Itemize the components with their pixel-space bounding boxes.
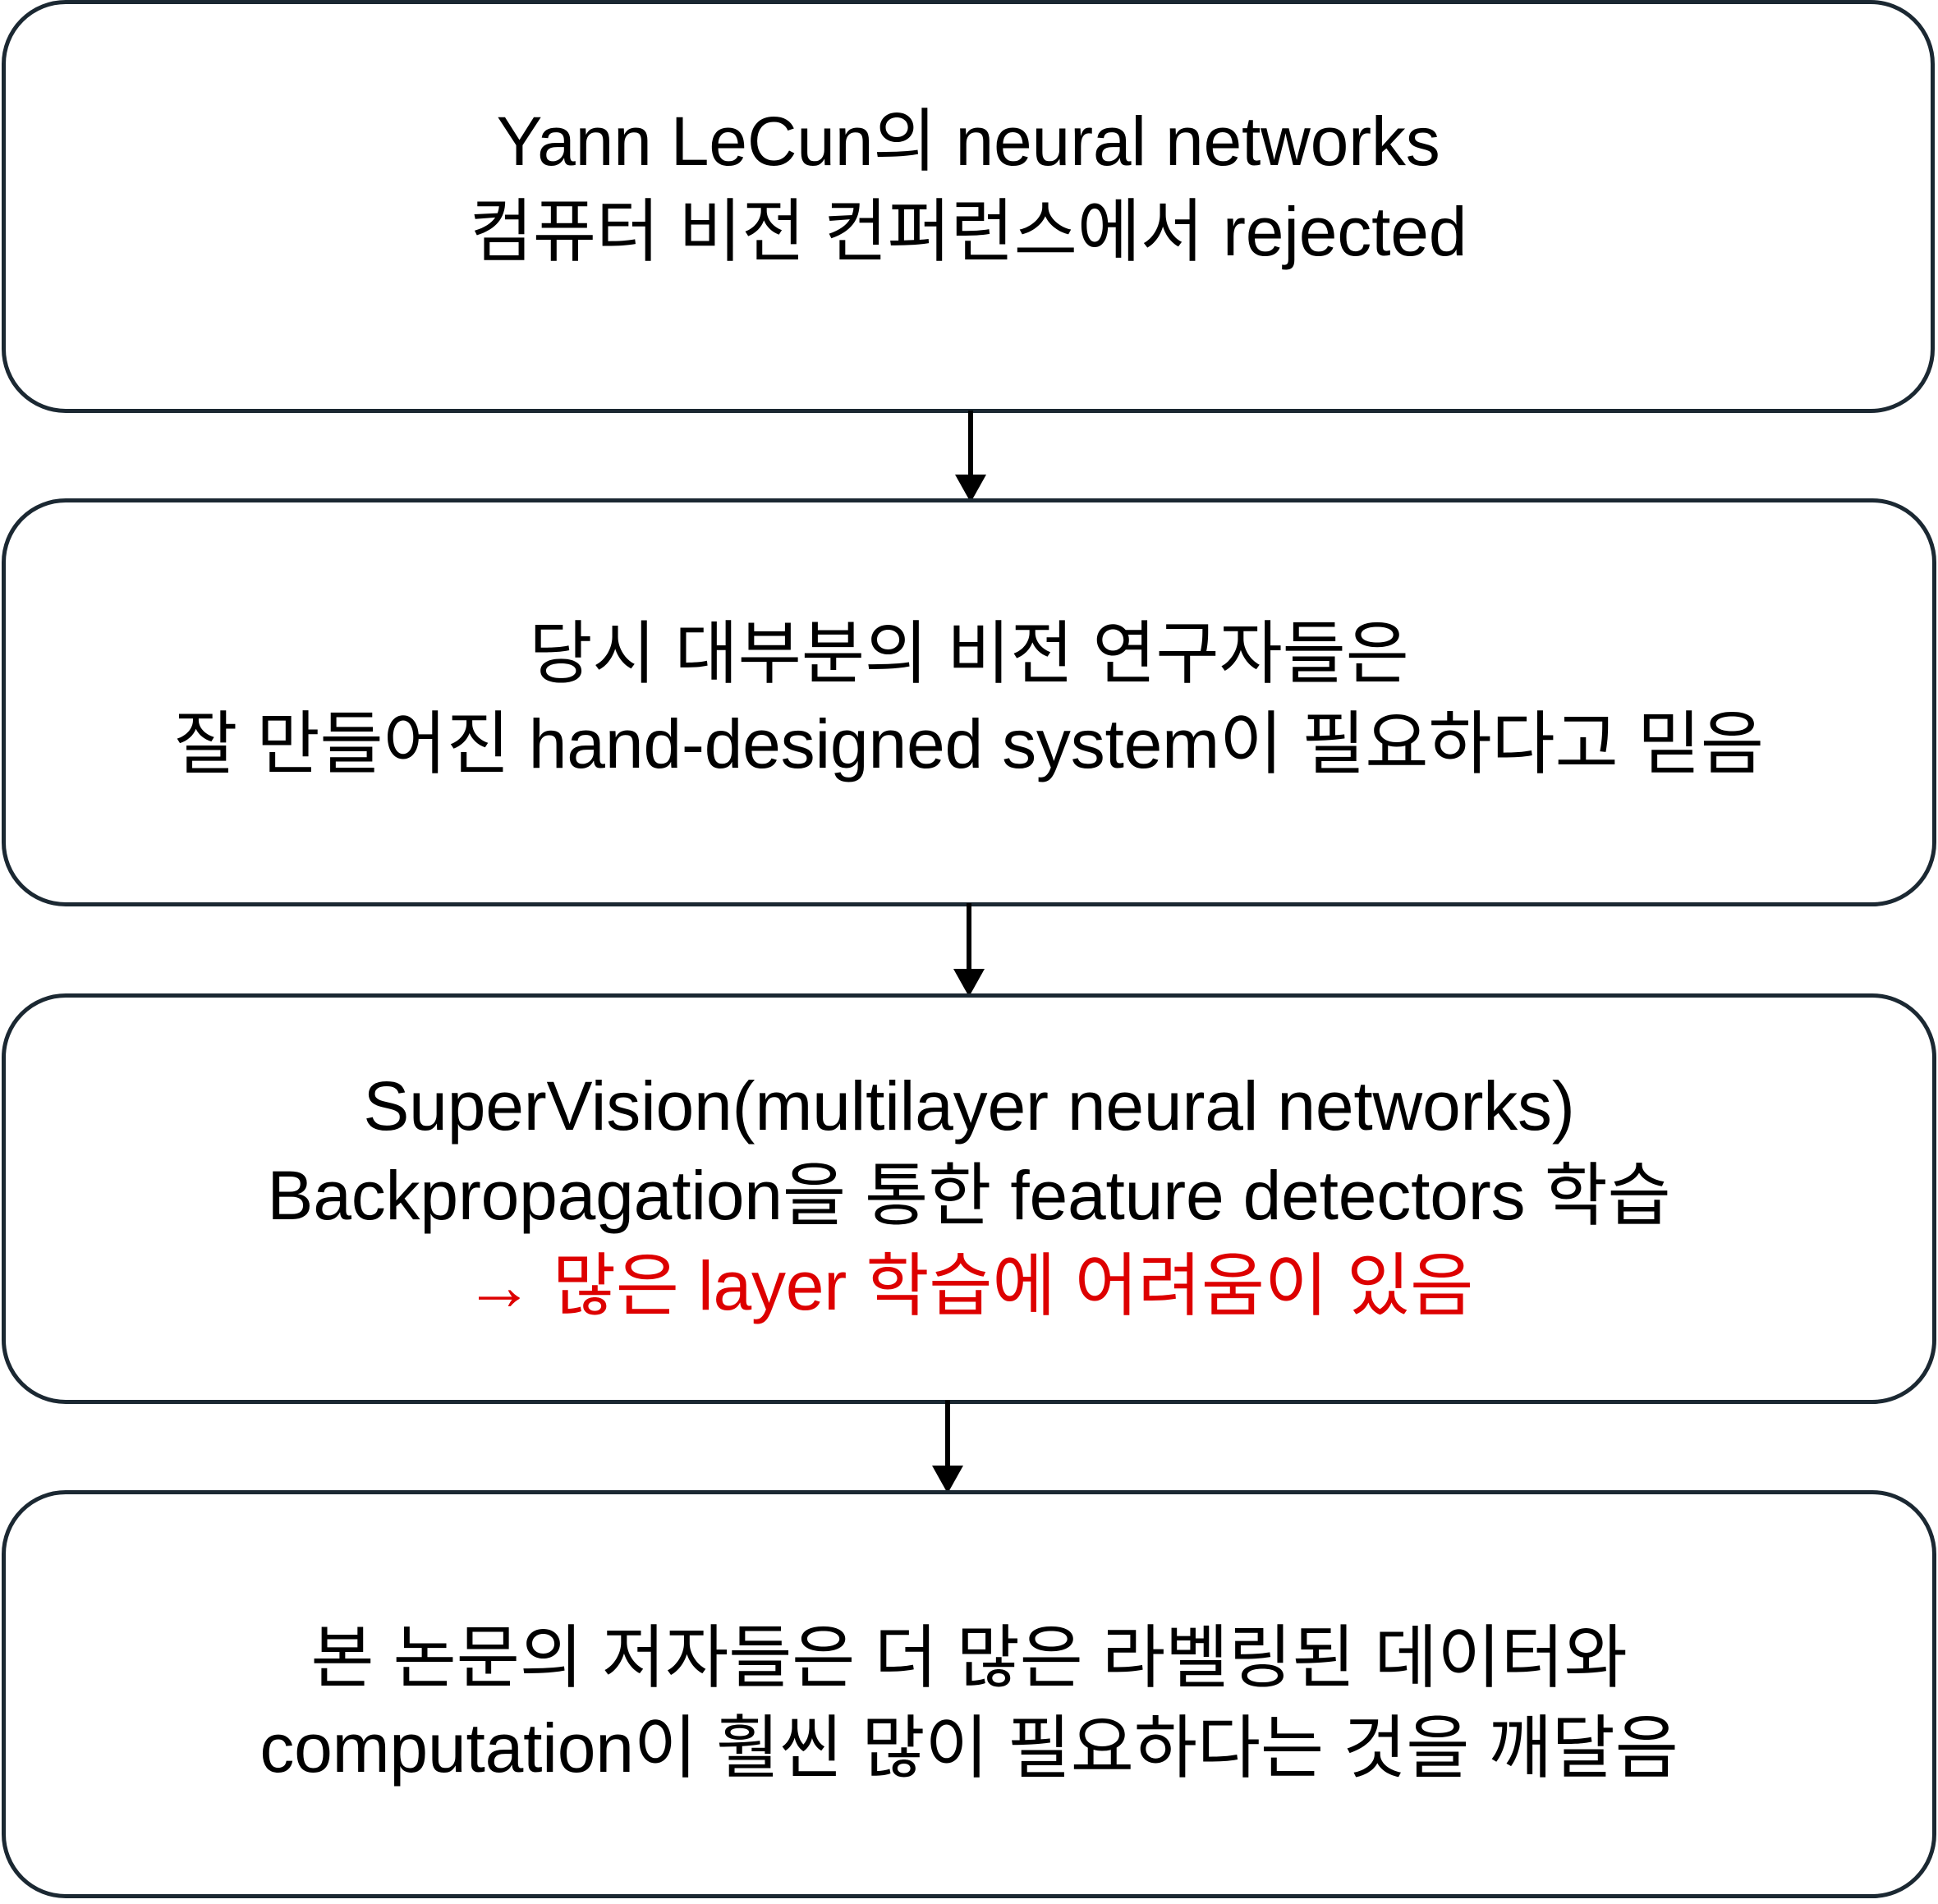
connector-node1-node2: [946, 411, 995, 502]
flow-node-1-line-1: Yann LeCun의 neural networks: [496, 103, 1440, 181]
flow-node-1-line-2: 컴퓨터 비전 컨퍼런스에서 rejected: [469, 192, 1467, 270]
flow-node-2-line-2: 잘 만들어진 hand-designed system이 필요하다고 믿음: [174, 704, 1764, 782]
flow-node-1-text: Yann LeCun의 neural networks 컴퓨터 비전 컨퍼런스에…: [6, 97, 1931, 276]
flow-node-4: 본 논문의 저자들은 더 많은 라벨링된 데이터와 computation이 훨…: [2, 1490, 1936, 1898]
flow-node-4-line-1: 본 논문의 저자들은 더 많은 라벨링된 데이터와: [310, 1619, 1628, 1697]
flow-node-3-text: SuperVision(multilayer neural networks) …: [6, 1062, 1932, 1331]
flow-node-2: 당시 대부분의 비전 연구자들은 잘 만들어진 hand-designed sy…: [2, 498, 1936, 906]
flow-node-3: SuperVision(multilayer neural networks) …: [2, 993, 1936, 1404]
down-arrow-icon: [955, 411, 986, 502]
flow-node-2-text: 당시 대부분의 비전 연구자들은 잘 만들어진 hand-designed sy…: [6, 609, 1932, 788]
flow-node-4-text: 본 논문의 저자들은 더 많은 라벨링된 데이터와 computation이 훨…: [6, 1613, 1932, 1792]
down-arrow-icon: [932, 1400, 963, 1493]
flow-node-4-line-2: computation이 훨씬 많이 필요하다는 것을 깨달음: [259, 1709, 1679, 1787]
flow-node-1: Yann LeCun의 neural networks 컴퓨터 비전 컨퍼런스에…: [2, 0, 1935, 413]
flow-node-3-line-3-highlight: → 많은 layer 학습에 어려움이 있음: [464, 1246, 1474, 1324]
flow-node-3-line-1: SuperVision(multilayer neural networks): [363, 1067, 1575, 1145]
flow-node-3-line-2: Backpropagation을 통한 feature detectors 학습: [267, 1157, 1671, 1235]
down-arrow-icon: [953, 903, 985, 997]
connector-node3-node4: [923, 1400, 972, 1493]
flow-node-2-line-1: 당시 대부분의 비전 연구자들은: [529, 615, 1409, 693]
connector-node2-node3: [944, 903, 994, 997]
